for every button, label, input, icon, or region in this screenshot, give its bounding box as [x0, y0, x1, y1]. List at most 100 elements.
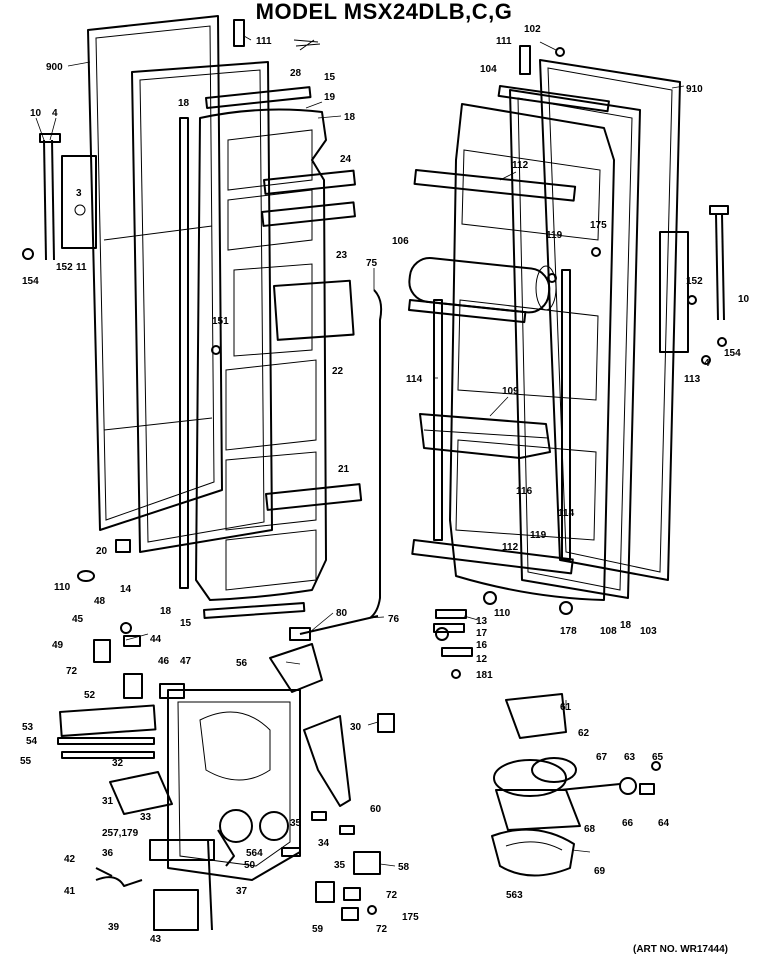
- fresh-food-hinge-parts: [659, 205, 729, 365]
- part-label: 563: [506, 890, 523, 901]
- part-label: 21: [338, 464, 350, 475]
- part-label: 15: [180, 618, 192, 629]
- part-label: 44: [150, 634, 162, 645]
- dispenser-plate-47: [159, 683, 185, 699]
- dispenser-arm-50: [217, 829, 235, 867]
- fresh-food-cap-104: [497, 85, 610, 113]
- part-label: 175: [402, 912, 419, 923]
- part-label: 28: [290, 68, 302, 79]
- dispenser-pin-34: [281, 847, 301, 857]
- part-label: 76: [388, 614, 400, 625]
- part-label: 20: [96, 546, 108, 557]
- fresh-food-outer-door-panel: [539, 59, 681, 581]
- part-label: 64: [658, 818, 670, 829]
- part-label: 10: [30, 108, 42, 119]
- part-label: 3: [76, 188, 82, 199]
- part-label: 72: [66, 666, 78, 677]
- part-label: 66: [622, 818, 634, 829]
- dispenser-part-52: [123, 673, 143, 699]
- part-label: 13: [476, 616, 488, 627]
- part-label: 178: [560, 626, 577, 637]
- part-label: 23: [336, 250, 348, 261]
- ice-seal-62: [531, 757, 577, 783]
- freezer-door-shelf-23: [261, 201, 356, 227]
- part-label: 32: [112, 758, 124, 769]
- part-label: 110: [54, 582, 71, 593]
- part-label: 910: [686, 84, 703, 95]
- dispenser-bracket-60: [303, 715, 351, 807]
- dispenser-motor-56: [269, 643, 323, 693]
- part-label: 24: [340, 154, 352, 165]
- art-number: (ART NO. WR17444): [632, 944, 728, 955]
- fresh-food-shelf-112-top: [413, 169, 577, 202]
- dispenser-housing: [167, 689, 301, 881]
- part-label: 37: [236, 886, 248, 897]
- part-label: 110: [494, 608, 511, 619]
- part-label: 104: [480, 64, 497, 75]
- part-label: 35: [334, 860, 346, 871]
- part-label: 35: [290, 818, 302, 829]
- dispenser-cover-53: [59, 704, 157, 737]
- fresh-food-dairy-bin-106: [408, 256, 557, 314]
- dispenser-part-42: [95, 867, 113, 877]
- part-label: 112: [512, 160, 529, 171]
- fresh-food-door-gasket: [509, 89, 641, 599]
- fresh-food-screw-102: [555, 47, 565, 57]
- part-label: 59: [312, 924, 324, 935]
- freezer-inner-door-liner: [195, 108, 327, 601]
- ice-rod-67: [559, 783, 621, 791]
- ice-part-64: [639, 783, 655, 795]
- dispenser-strip-55: [61, 751, 155, 759]
- part-label: 22: [332, 366, 344, 377]
- part-label: 181: [476, 670, 493, 681]
- part-label: 48: [94, 596, 106, 607]
- part-label: 55: [20, 756, 32, 767]
- part-label: 119: [530, 530, 547, 541]
- fresh-food-screw-119: [547, 273, 557, 283]
- dispenser-rod-37: [207, 839, 213, 931]
- part-label: 12: [476, 654, 488, 665]
- part-label: 257,179: [102, 828, 139, 839]
- part-label: 42: [64, 854, 76, 865]
- fresh-food-screw-175: [591, 247, 601, 257]
- page-title: MODEL MSX24DLB,C,G: [255, 0, 513, 24]
- dispenser-part-30: [377, 713, 395, 733]
- part-label: 114: [406, 374, 423, 385]
- freezer-hinge-pin-80: [289, 627, 311, 641]
- part-label: 17: [476, 628, 488, 639]
- ice-chute-61: [505, 693, 567, 739]
- part-label: 111: [256, 36, 272, 47]
- freezer-door-strip-18: [179, 117, 189, 589]
- freezer-water-tube-75: [369, 289, 383, 619]
- part-label: 119: [546, 230, 563, 241]
- dispenser-screw-48: [120, 622, 132, 634]
- freezer-door-cap-15: [205, 86, 312, 109]
- part-label: 33: [140, 812, 152, 823]
- part-label: 152: [686, 276, 703, 287]
- part-label: 62: [578, 728, 590, 739]
- dispenser-bracket-36: [149, 839, 215, 861]
- dispenser-wire-41: [95, 876, 143, 887]
- ice-part-65: [651, 761, 661, 771]
- part-label: 900: [46, 62, 63, 73]
- part-label: 50: [244, 860, 256, 871]
- part-labels: 900 10 4 3 152 11 154 111 28 15 19 18 18…: [20, 24, 750, 945]
- ice-part-63: [619, 777, 637, 795]
- freezer-hinge-20: [115, 539, 131, 553]
- fresh-food-bin-109: [419, 413, 551, 459]
- part-label: 113: [684, 374, 701, 385]
- fresh-food-stop-110: [483, 591, 497, 605]
- leader-lines: [35, 35, 685, 867]
- part-label: 30: [350, 722, 362, 733]
- ice-crusher-housing-69: [491, 828, 575, 877]
- fresh-food-top-hinge-111: [519, 45, 531, 75]
- fresh-food-rail-114-left: [433, 299, 443, 541]
- part-label: 34: [318, 838, 330, 849]
- freezer-door-shelf-24: [263, 169, 356, 195]
- drip-tray-31: [109, 771, 173, 815]
- part-label: 54: [26, 736, 38, 747]
- part-label: 114: [558, 508, 575, 519]
- part-label: 75: [366, 258, 378, 269]
- part-label: 47: [180, 656, 192, 667]
